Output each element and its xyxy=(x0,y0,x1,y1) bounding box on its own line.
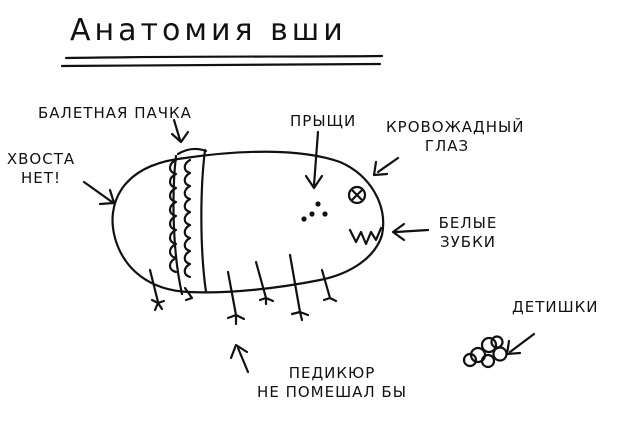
babies-eggs xyxy=(462,335,508,369)
white-teeth xyxy=(348,226,383,246)
arrow-pedicure xyxy=(229,343,250,374)
louse-legs xyxy=(148,253,338,326)
title-underline xyxy=(60,54,384,68)
label-pedicure-line1: ПЕДИКЮР xyxy=(288,364,376,382)
label-no-tail-line2: НЕТ! xyxy=(21,168,61,187)
bloodthirsty-eye xyxy=(347,185,367,205)
label-pimples: ПРЫЩИ xyxy=(290,112,357,130)
label-babies: ДЕТИШКИ xyxy=(512,298,599,316)
pimples xyxy=(301,201,328,222)
louse-body xyxy=(111,150,385,294)
page-title: Анатомия вши xyxy=(70,13,347,48)
arrow-tail xyxy=(82,180,116,206)
arrow-babies xyxy=(505,332,536,356)
label-pedicure: ПЕДИКЮР НЕ ПОМЕШАЛ БЫ xyxy=(252,364,412,402)
arrow-teeth xyxy=(391,222,430,242)
label-no-tail-line1: ХВОСТА xyxy=(6,150,76,168)
label-teeth-line2: ЗУБКИ xyxy=(440,232,496,251)
label-eye-line1: КРОВОЖАДНЫЙ xyxy=(386,118,525,136)
label-pedicure-line2: НЕ ПОМЕШАЛ БЫ xyxy=(257,382,407,401)
label-eye-line2: ГЛАЗ xyxy=(424,136,470,155)
label-ballet-tutu: БАЛЕТНАЯ ПАЧКА xyxy=(38,104,192,122)
arrow-tutu xyxy=(170,118,190,144)
label-white-teeth: БЕЛЫЕ ЗУБКИ xyxy=(428,214,508,252)
label-teeth-line1: БЕЛЫЕ xyxy=(438,214,498,232)
arrow-eye xyxy=(372,156,400,177)
arrow-pimples xyxy=(304,130,324,190)
ballet-tutu xyxy=(168,147,208,296)
label-bloodthirsty-eye: КРОВОЖАДНЫЙ ГЛАЗ xyxy=(386,118,525,156)
label-no-tail: ХВОСТА НЕТ! xyxy=(4,150,78,188)
